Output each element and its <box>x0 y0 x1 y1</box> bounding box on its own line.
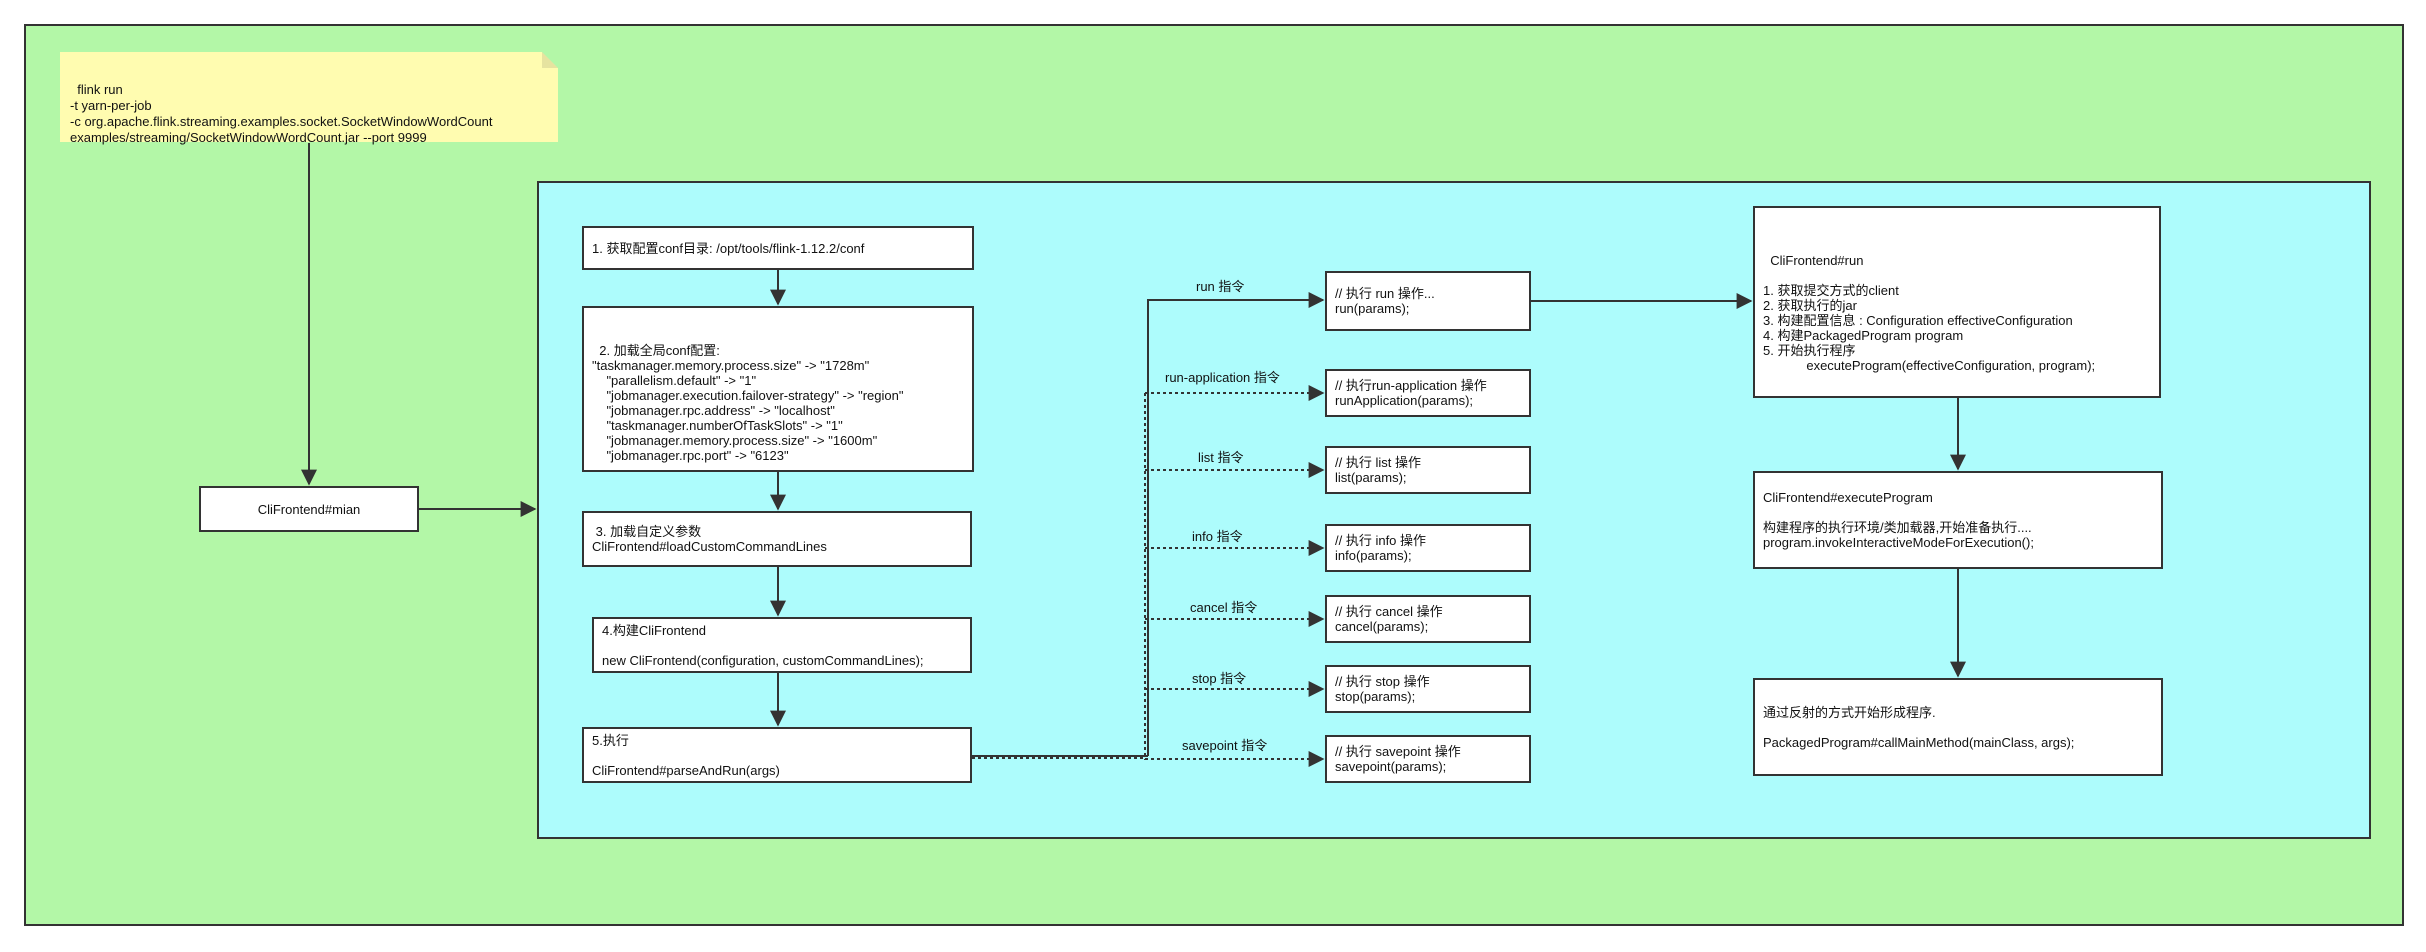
stop-command-label: stop 指令 <box>1190 668 1249 687</box>
action-cancel-box: // 执行 cancel 操作 cancel(params); <box>1325 595 1531 643</box>
cancel-command-label: cancel 指令 <box>1188 597 1260 616</box>
note-fold-corner <box>542 52 558 68</box>
execute-program-box: CliFrontend#executeProgram 构建程序的执行环境/类加载… <box>1753 471 2163 569</box>
action-stop-box: // 执行 stop 操作 stop(params); <box>1325 665 1531 713</box>
run-application-command-label: run-application 指令 <box>1163 367 1282 386</box>
command-note: flink run -t yarn-per-job -c org.apache.… <box>60 52 558 145</box>
step-3-box: 3. 加载自定义参数 CliFrontend#loadCustomCommand… <box>582 511 972 567</box>
run-detail-box: CliFrontend#run 1. 获取提交方式的client 2. 获取执行… <box>1753 206 2161 398</box>
action-savepoint-box: // 执行 savepoint 操作 savepoint(params); <box>1325 735 1531 783</box>
list-command-label: list 指令 <box>1196 447 1246 466</box>
step-2-box: 2. 加载全局conf配置: "taskmanager.memory.proce… <box>582 306 974 472</box>
call-main-method-box: 通过反射的方式开始形成程序. PackagedProgram#callMainM… <box>1753 678 2163 776</box>
action-info-box: // 执行 info 操作 info(params); <box>1325 524 1531 572</box>
action-run-application-box: // 执行run-application 操作 runApplication(p… <box>1325 369 1531 417</box>
run-command-label: run 指令 <box>1194 276 1247 295</box>
step-5-box: 5.执行 CliFrontend#parseAndRun(args) <box>582 727 972 783</box>
note-text: flink run -t yarn-per-job -c org.apache.… <box>70 82 493 145</box>
action-list-box: // 执行 list 操作 list(params); <box>1325 446 1531 494</box>
savepoint-command-label: savepoint 指令 <box>1180 735 1270 754</box>
info-command-label: info 指令 <box>1190 526 1245 545</box>
main-node: CliFrontend#mian <box>199 486 419 532</box>
action-run-box: // 执行 run 操作... run(params); <box>1325 271 1531 331</box>
step-4-box: 4.构建CliFrontend new CliFrontend(configur… <box>592 617 972 673</box>
step-1-box: 1. 获取配置conf目录: /opt/tools/flink-1.12.2/c… <box>582 226 974 270</box>
